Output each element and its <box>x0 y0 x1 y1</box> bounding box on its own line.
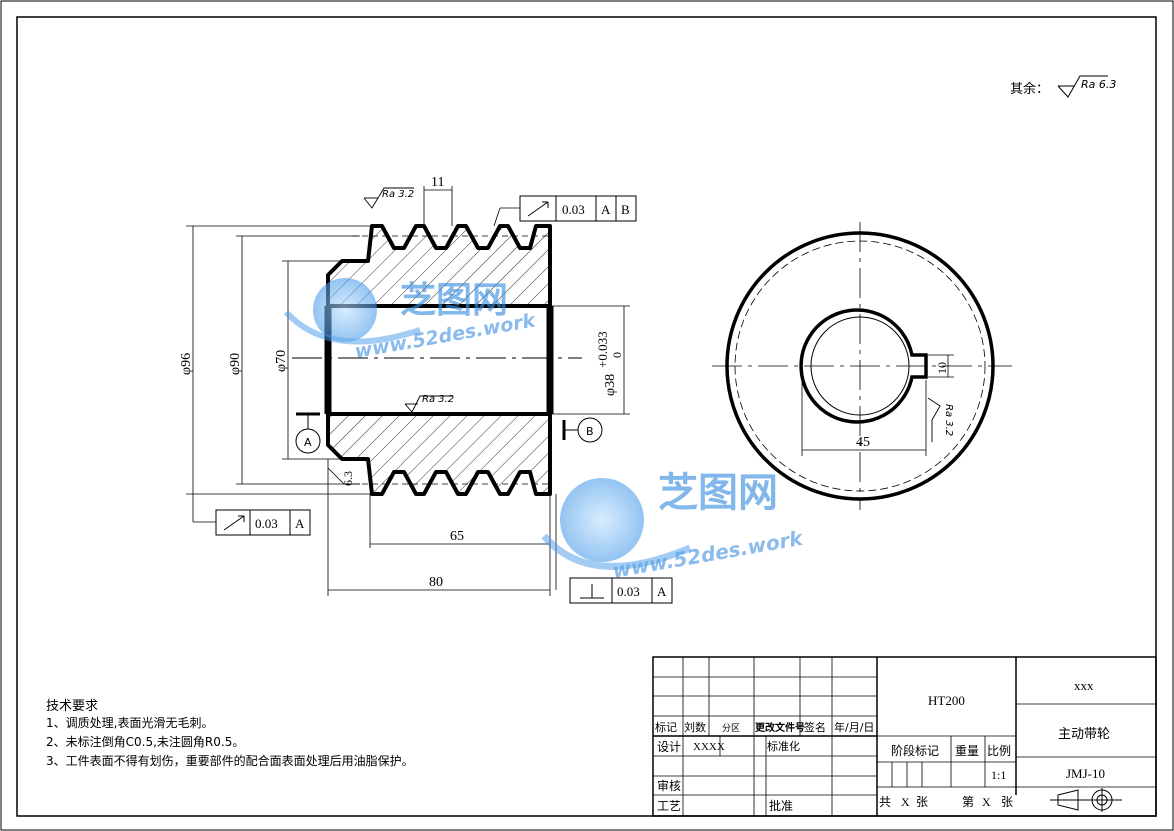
dim-d38-lower: 0 <box>610 352 624 358</box>
svg-text:HT200: HT200 <box>928 693 965 708</box>
default-roughness: 其余： Ra 6.3 <box>1010 75 1116 98</box>
svg-text:年/月/日: 年/月/日 <box>834 720 874 734</box>
svg-text:Ra 3.2: Ra 3.2 <box>422 394 454 405</box>
dim-len80: 80 <box>429 575 443 590</box>
upper-wall <box>326 224 552 308</box>
watermark-1: 芝图网 www.52des.work <box>283 278 538 363</box>
svg-text:分区: 分区 <box>722 723 740 734</box>
dim-d96: φ96 <box>179 353 194 375</box>
diameter-dimensions <box>186 225 630 495</box>
dim-d70: φ70 <box>274 350 289 372</box>
dim-len65: 65 <box>450 529 464 544</box>
section-view <box>292 224 582 496</box>
bore-roughness <box>404 395 452 413</box>
tech-title: 技术要求 <box>46 699 98 714</box>
tolerance-frame-bottom: 0.03 A <box>555 494 673 604</box>
dim-key-width: 10 <box>935 362 949 374</box>
svg-text:比例: 比例 <box>987 744 1011 758</box>
svg-text:标记: 标记 <box>655 720 677 734</box>
svg-text:0.03: 0.03 <box>562 202 585 217</box>
title-block <box>652 656 1157 817</box>
svg-text:主动带轮: 主动带轮 <box>1058 727 1110 742</box>
projection-symbol <box>1050 788 1122 812</box>
tolerance-frame-top: 0.03 A B <box>493 195 637 227</box>
svg-text:阶段标记: 阶段标记 <box>891 743 939 758</box>
svg-text:B: B <box>586 425 594 438</box>
svg-text:签名: 签名 <box>804 720 826 734</box>
svg-text:共: 共 <box>879 795 891 809</box>
svg-text:XXXX: XXXX <box>693 741 725 753</box>
svg-text:设计: 设计 <box>657 740 681 754</box>
svg-text:更改文件号: 更改文件号 <box>755 721 805 734</box>
svg-text:其余：: 其余： <box>1010 81 1049 97</box>
svg-text:B: B <box>621 202 630 217</box>
end-view <box>712 222 1012 510</box>
dim-d90: φ90 <box>228 353 243 375</box>
groove-roughness <box>363 187 414 209</box>
svg-text:批准: 批准 <box>769 798 793 813</box>
svg-text:标准化: 标准化 <box>767 739 800 753</box>
svg-text:第: 第 <box>962 795 974 809</box>
svg-text:A: A <box>304 436 312 449</box>
svg-text:A: A <box>601 202 611 217</box>
svg-text:重量: 重量 <box>955 744 979 758</box>
svg-text:A: A <box>295 516 305 531</box>
svg-text:张: 张 <box>916 795 928 809</box>
svg-text:Ra 3.2: Ra 3.2 <box>382 189 414 200</box>
svg-text:芝图网: 芝图网 <box>400 280 508 321</box>
svg-text:6.3: 6.3 <box>341 471 355 486</box>
svg-text:A: A <box>657 584 667 599</box>
svg-text:0.03: 0.03 <box>255 516 278 531</box>
watermark-2: 芝图网 www.52des.work <box>541 470 806 583</box>
tech-item: 3、工件表面不得有划伤，重要部件的配合面表面处理后用油脂保护。 <box>46 753 414 768</box>
chamfer-mark <box>327 467 360 485</box>
lower-wall <box>326 412 552 496</box>
dim-d38: φ38 <box>603 374 618 396</box>
svg-text:审核: 审核 <box>657 778 681 793</box>
inner-border <box>16 16 1157 817</box>
svg-text:X: X <box>982 795 991 809</box>
pitch-circle <box>734 240 986 492</box>
svg-text:Ra 6.3: Ra 6.3 <box>1081 78 1116 91</box>
tech-requirements: 技术要求 1、调质处理,表面光滑无毛刺。 2、未标注倒角C0.5,未注圆角R0.… <box>46 699 414 768</box>
tech-item: 1、调质处理,表面光滑无毛刺。 <box>46 716 213 730</box>
svg-text:xxx: xxx <box>1074 678 1094 693</box>
dim-groove-pitch: 11 <box>431 175 444 190</box>
svg-text:张: 张 <box>1001 795 1013 809</box>
dim-key-depth: 45 <box>856 435 870 450</box>
svg-text:刘数: 刘数 <box>684 721 706 734</box>
datum-a: A <box>295 412 321 454</box>
svg-text:JMJ-10: JMJ-10 <box>1066 766 1105 781</box>
svg-text:工艺: 工艺 <box>657 799 681 813</box>
tolerance-frame-left: 0.03 A <box>192 494 311 536</box>
svg-text:0.03: 0.03 <box>617 584 640 599</box>
outer-rim <box>725 231 995 501</box>
svg-text:芝图网: 芝图网 <box>658 470 778 516</box>
keyway-roughness <box>927 397 941 442</box>
svg-text:X: X <box>901 795 910 809</box>
title-block-text: 标记 刘数 分区 更改文件号 签名 年/月/日 设计 XXXX 标准化 审核 工… <box>655 678 1110 813</box>
tech-item: 2、未标注倒角C0.5,未注圆角R0.5。 <box>46 734 244 749</box>
dim-d38-upper: +0.033 <box>595 331 610 368</box>
svg-text:Ra 3.2: Ra 3.2 <box>943 404 954 436</box>
datum-b: B <box>562 417 603 443</box>
svg-text:1:1: 1:1 <box>991 768 1006 782</box>
